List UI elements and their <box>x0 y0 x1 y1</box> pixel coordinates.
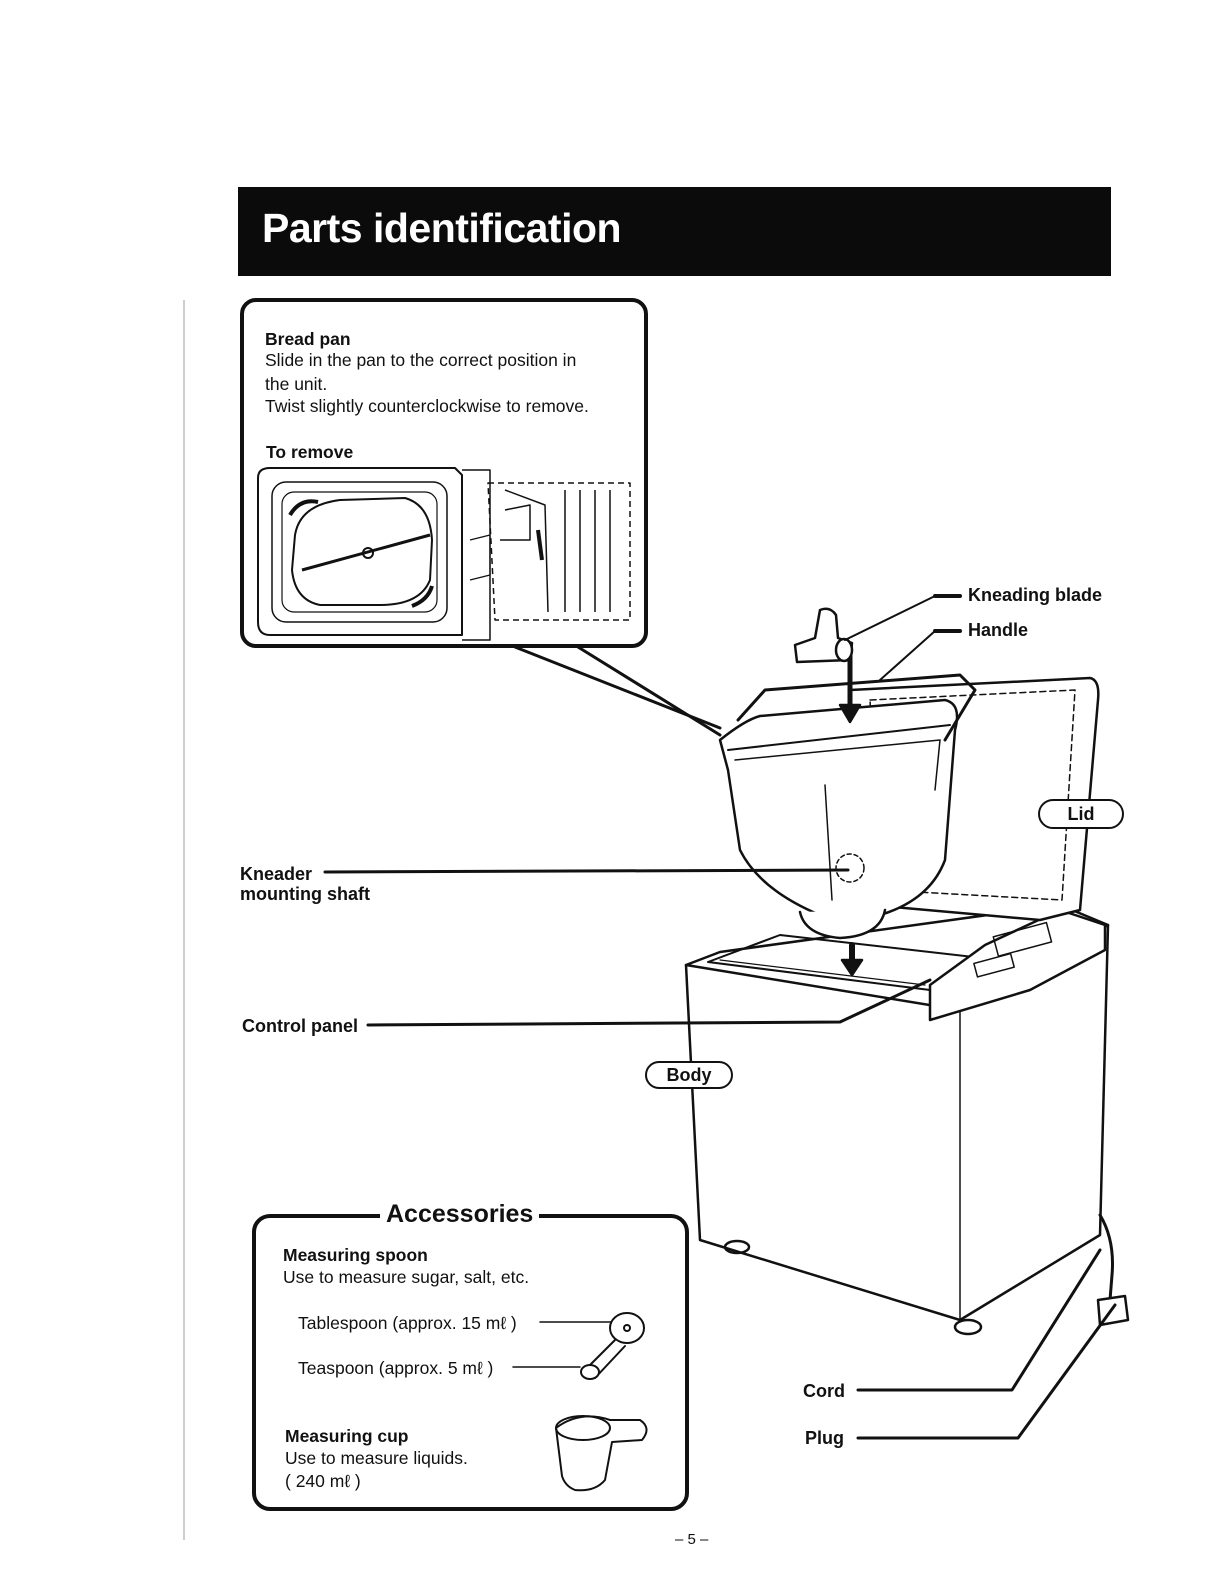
body-label: Body <box>645 1061 733 1089</box>
tablespoon-bowl <box>609 1312 645 1344</box>
page-number: – 5 – <box>675 1531 709 1548</box>
handle-label: Handle <box>968 620 1029 640</box>
bread-pan-line1: Slide in the pan to the correct position… <box>265 350 577 370</box>
lid-label: Lid <box>1038 799 1124 829</box>
kneading-blade-label: Kneading blade <box>968 585 1103 605</box>
bread-pan-outline <box>718 698 959 917</box>
measuring-cup-heading: Measuring cup <box>285 1426 409 1446</box>
control-panel-label: Control panel <box>242 1016 358 1036</box>
measuring-cup-volume: ( 240 mℓ ) <box>285 1471 361 1491</box>
page-margin-line <box>183 300 185 1540</box>
page-title: Parts identification <box>262 205 622 251</box>
title-bar <box>238 187 1111 276</box>
teaspoon-label: Teaspoon (approx. 5 mℓ ) <box>298 1358 494 1378</box>
cord-label: Cord <box>803 1381 845 1401</box>
pan-handle <box>736 673 977 742</box>
cord-line <box>1098 1213 1114 1302</box>
to-remove-heading: To remove <box>266 442 354 462</box>
measuring-spoon-heading: Measuring spoon <box>283 1245 428 1265</box>
measuring-cup-shape <box>555 1415 648 1492</box>
teaspoon-bowl <box>580 1364 600 1380</box>
tablespoon-label: Tablespoon (approx. 15 mℓ ) <box>298 1313 517 1333</box>
bread-pan-heading: Bread pan <box>265 329 351 349</box>
measuring-spoon-desc: Use to measure sugar, salt, etc. <box>283 1267 530 1287</box>
control-panel-shape <box>928 908 1107 1022</box>
accessories-title: Accessories <box>380 1200 540 1229</box>
bread-pan-line2: the unit. <box>265 374 328 394</box>
kneader-label-line2: mounting shaft <box>240 884 370 904</box>
measuring-cup-desc: Use to measure liquids. <box>285 1448 468 1468</box>
plug-label: Plug <box>805 1428 844 1448</box>
bread-pan-line3: Twist slightly counterclockwise to remov… <box>265 396 589 416</box>
kneader-label-line1: Kneader <box>240 864 313 884</box>
